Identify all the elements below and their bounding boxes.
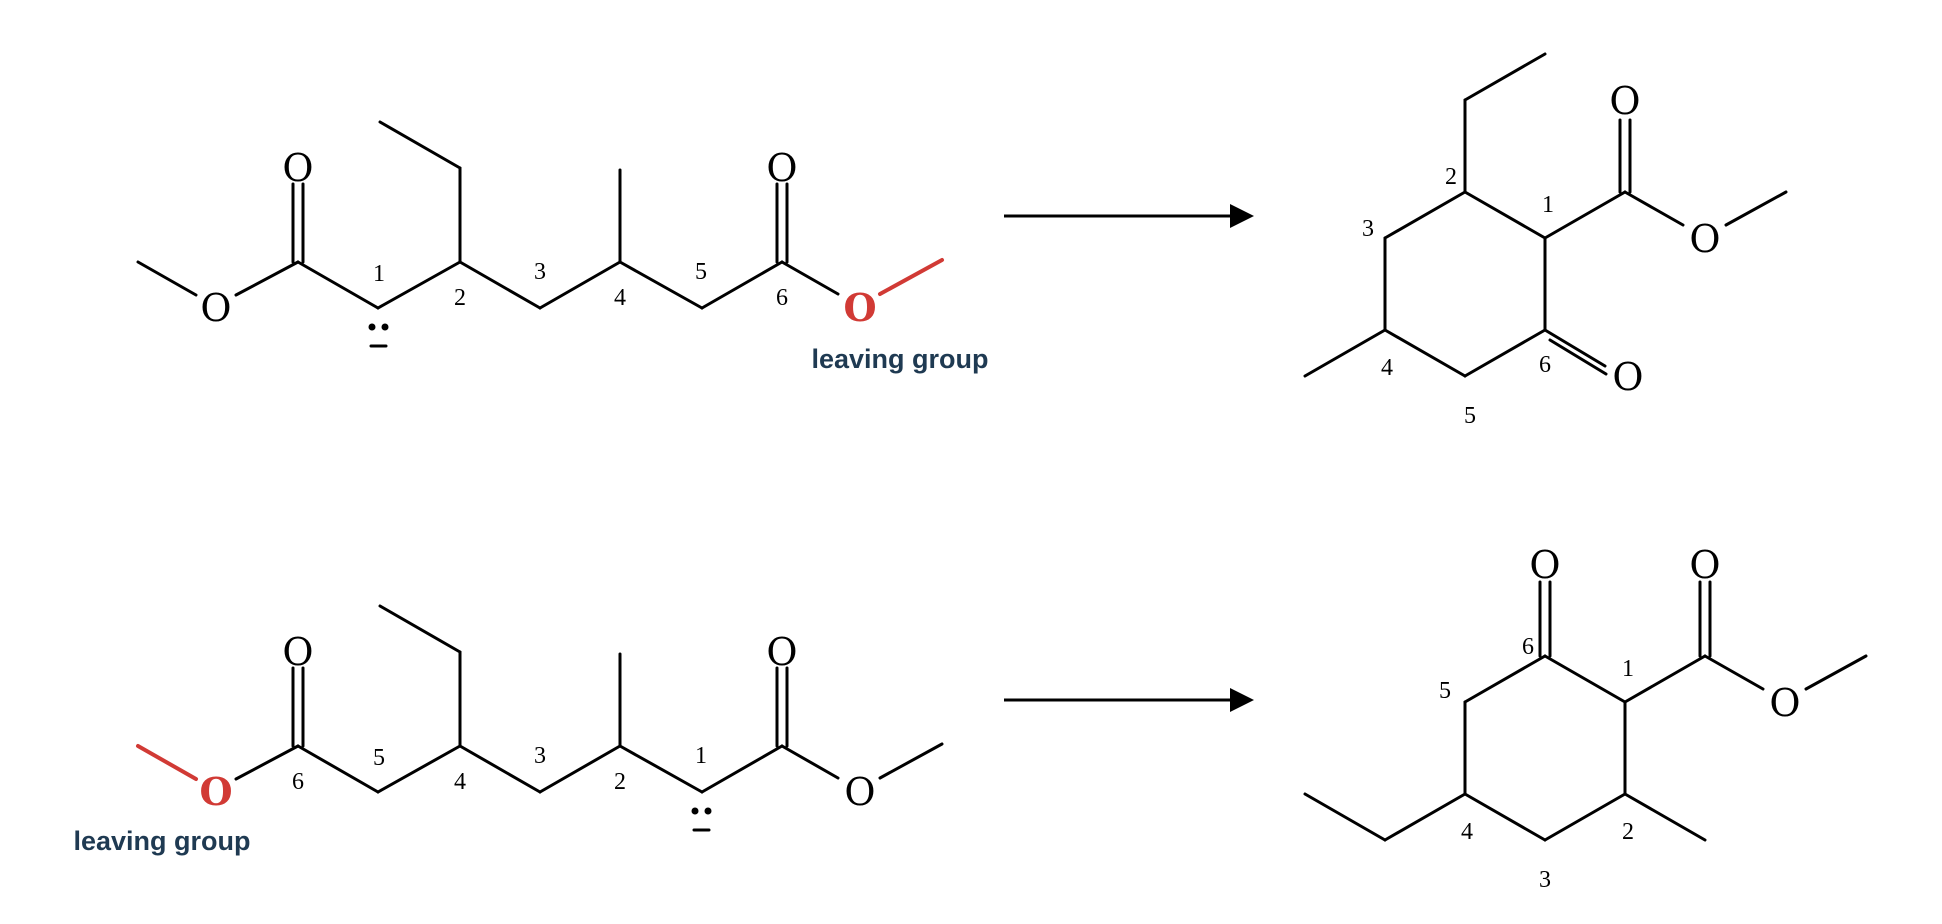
reaction-arrow [1004, 688, 1254, 712]
lone-pair-dot [691, 807, 699, 815]
bond [1463, 52, 1547, 102]
carbon-number: 4 [454, 769, 466, 795]
leaving-group-bond [878, 258, 944, 296]
bond [1703, 654, 1765, 691]
lone-pair-dot [381, 323, 389, 331]
bond [1463, 328, 1547, 378]
bond [1463, 654, 1547, 704]
carbon-number: 2 [1445, 164, 1457, 190]
carbon-number: 2 [614, 769, 626, 795]
leaving-group-label: leaving group [73, 826, 250, 856]
bond [136, 260, 198, 297]
ester-oxygen: O [1689, 217, 1720, 261]
carbonyl-oxygen: O [766, 630, 797, 674]
carbonyl-oxygen: O [1609, 79, 1640, 123]
bottom-product: O O O 6 1 5 4 3 2 [1303, 543, 1868, 893]
carbon-number: 6 [776, 285, 788, 311]
carbon-number: 1 [695, 743, 707, 769]
top-reactant: O O O O 1 2 3 4 5 6 leaving group [136, 120, 989, 374]
leaving-group-oxygen: O [199, 769, 232, 814]
bottom-reactant: O O O O 6 5 4 3 2 1 leaving group [73, 604, 944, 856]
carbon-number: 5 [1439, 678, 1451, 704]
carbon-number: 6 [292, 769, 304, 795]
bond [538, 260, 622, 310]
carbon-number: 6 [1522, 634, 1534, 660]
bond [878, 742, 944, 780]
carbon-number: 3 [1539, 867, 1551, 893]
bond [1623, 190, 1685, 227]
bond [1548, 338, 1608, 376]
bond [296, 744, 380, 794]
carbon-number: 6 [1539, 352, 1551, 378]
bond [1724, 190, 1788, 227]
bond [234, 744, 300, 781]
leaving-group-bond [136, 744, 198, 781]
reaction-arrow [1004, 204, 1254, 228]
bond [780, 744, 840, 780]
bond [458, 260, 542, 310]
carbon-number: 3 [534, 259, 546, 285]
ester-oxygen: O [844, 770, 875, 814]
leaving-group-oxygen: O [843, 285, 876, 330]
bond [376, 260, 462, 310]
top-product: O O O 1 2 3 4 5 6 [1303, 52, 1788, 429]
bond [1303, 792, 1387, 842]
lone-pair-dot [368, 323, 376, 331]
bond [1463, 190, 1547, 240]
carbonyl-oxygen: O [282, 630, 313, 674]
bond [1383, 328, 1467, 378]
ketone-oxygen: O [1529, 543, 1560, 587]
carbonyl-oxygen: O [766, 146, 797, 190]
bond [700, 744, 784, 794]
bond [1543, 190, 1627, 240]
bond [618, 744, 704, 794]
carbon-number: 1 [373, 261, 385, 287]
carbon-number: 5 [373, 745, 385, 771]
bond [538, 744, 622, 794]
carbon-number: 3 [1362, 216, 1374, 242]
carbon-number: 5 [695, 259, 707, 285]
bond [378, 604, 462, 654]
carbon-number: 1 [1542, 192, 1554, 218]
bond [378, 120, 462, 170]
bond [618, 260, 704, 310]
bond [1543, 328, 1607, 368]
bond [296, 260, 380, 310]
lone-pair-dot [704, 807, 712, 815]
carbonyl-oxygen: O [282, 146, 313, 190]
bond [1383, 190, 1467, 240]
bond [1543, 792, 1627, 842]
bond [1623, 792, 1707, 842]
carbon-number: 2 [454, 285, 466, 311]
carbon-number: 3 [534, 743, 546, 769]
leaving-group-label: leaving group [811, 344, 988, 374]
bond [1804, 654, 1868, 691]
bond [1383, 792, 1467, 842]
bond [1623, 654, 1707, 704]
bond [1543, 654, 1627, 704]
carbon-number: 4 [1381, 355, 1393, 381]
bond [458, 744, 542, 794]
bond [700, 260, 784, 310]
bond [376, 744, 462, 794]
oxygen-atom: O [200, 286, 231, 330]
bond [234, 260, 300, 297]
ketone-oxygen: O [1612, 355, 1643, 399]
carbon-number: 4 [614, 285, 626, 311]
bond [1463, 792, 1547, 842]
carbon-number: 2 [1622, 819, 1634, 845]
ester-oxygen: O [1769, 681, 1800, 725]
bond [780, 260, 840, 296]
carbon-number: 5 [1464, 403, 1476, 429]
carbonyl-oxygen: O [1689, 543, 1720, 587]
carbon-number: 4 [1461, 819, 1473, 845]
bond [1303, 328, 1387, 378]
carbon-number: 1 [1622, 656, 1634, 682]
